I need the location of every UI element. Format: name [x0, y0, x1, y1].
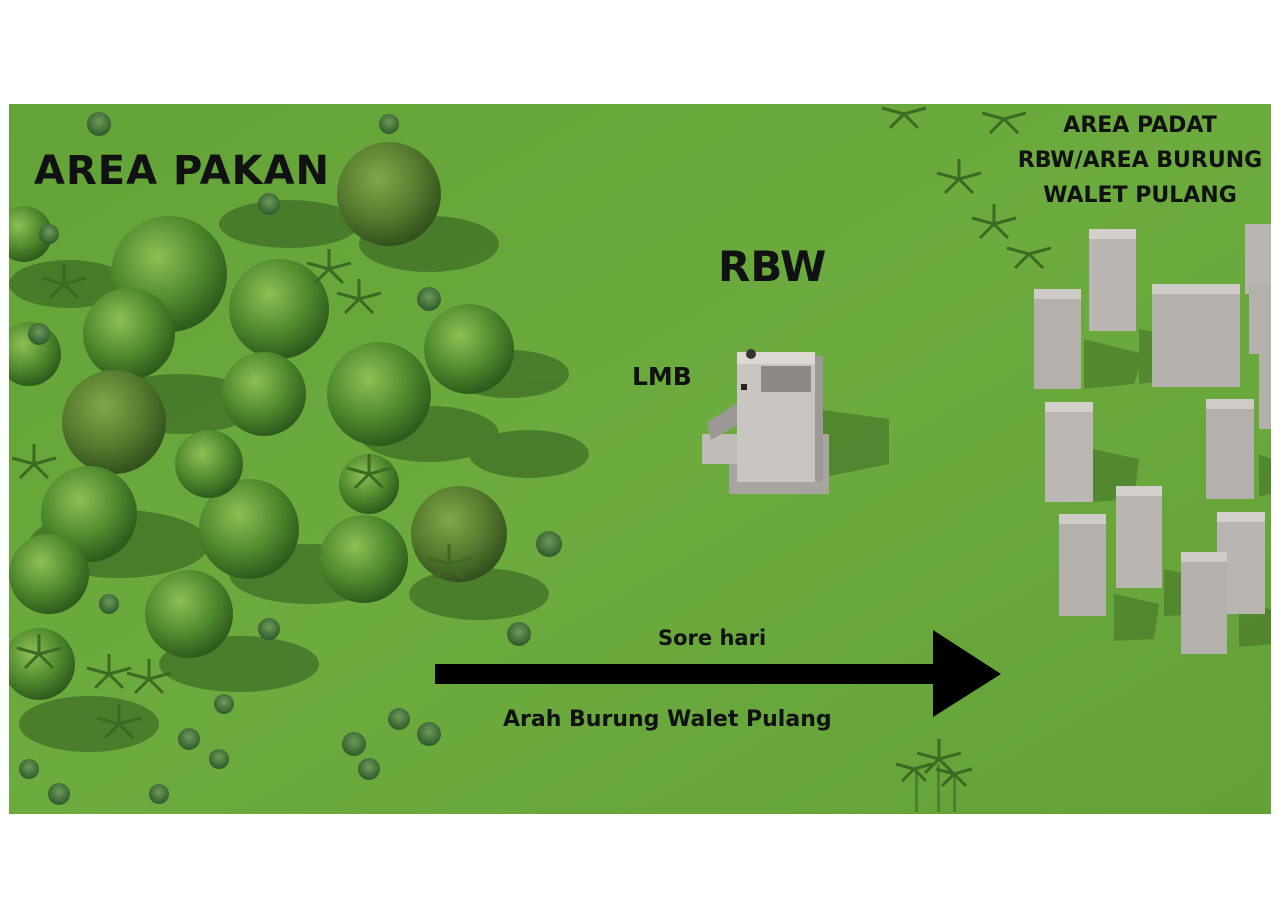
feeding-area-label: AREA PAKAN — [34, 148, 330, 194]
rbw-label: RBW — [718, 242, 827, 291]
dense-area-line-2: RBW/AREA BURUNG — [1017, 148, 1263, 173]
forest-trees — [9, 112, 589, 805]
arrow-time-label: Sore hari — [658, 626, 767, 650]
lmb-building — [702, 349, 889, 494]
dense-area-line-1: AREA PADAT — [1063, 113, 1217, 138]
rbw-buildings — [1034, 224, 1271, 654]
palm-trees-right — [881, 106, 1052, 270]
aerial-scene — [9, 104, 1271, 814]
arrow-direction-label: Arah Burung Walet Pulang — [503, 707, 832, 732]
return-direction-arrow — [435, 630, 1001, 717]
palm-trees-bottom — [895, 739, 973, 788]
dense-rbw-area-label: AREA PADAT RBW/AREA BURUNG WALET PULANG — [1002, 108, 1278, 213]
lmb-label: LMB — [632, 362, 692, 391]
dense-area-line-3: WALET PULANG — [1043, 183, 1237, 208]
